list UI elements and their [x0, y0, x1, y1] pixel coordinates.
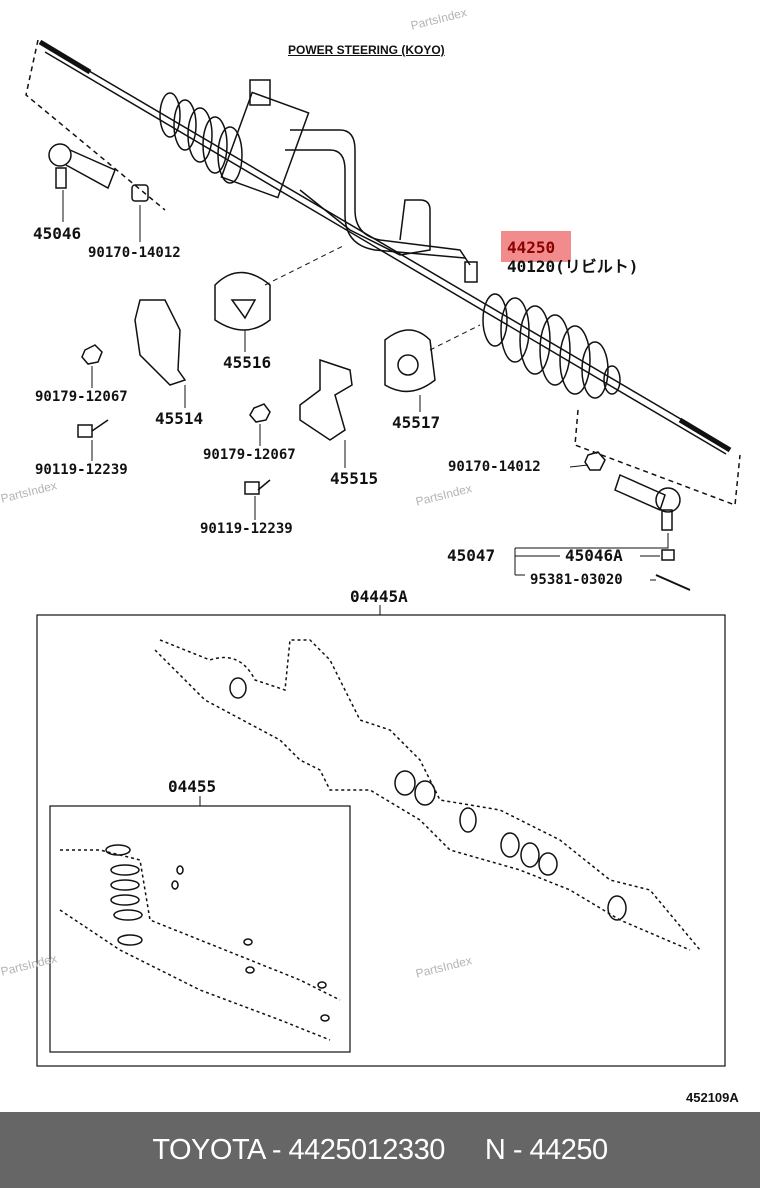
footer-ref: N - 44250 [484, 1133, 608, 1166]
part-label-90179-12067[interactable]: 90179-12067 [203, 447, 296, 463]
part-label-40120[interactable]: 40120(リビルト) [507, 257, 639, 276]
part-label-90170-14012[interactable]: 90170-14012 [88, 245, 181, 261]
part-label-90119-12239[interactable]: 90119-12239 [200, 521, 293, 537]
footer-part-number: TOYOTA - 4425012330 [152, 1133, 445, 1166]
pinion-housing [220, 79, 478, 283]
footer-bar: TOYOTA - 4425012330 N - 44250 [0, 1112, 760, 1188]
part-label-45517[interactable]: 45517 [392, 413, 441, 432]
seals-and-rings [105, 677, 627, 1022]
part-label-90119-12239[interactable]: 90119-12239 [35, 462, 128, 478]
bolts-nuts [77, 344, 606, 520]
part-label-45046A[interactable]: 45046A [565, 546, 623, 565]
steering-rack [38, 39, 732, 455]
bushing-45517 [384, 329, 436, 412]
left-dashed-box [25, 39, 166, 211]
highlight-44250 [501, 231, 571, 262]
kit-box-04455 [49, 805, 351, 1053]
bracket-45515 [299, 358, 353, 468]
part-label-45047[interactable]: 45047 [447, 546, 496, 565]
part-label-45514[interactable]: 45514 [155, 409, 204, 428]
diagram-title: POWER STEERING (KOYO) [288, 43, 445, 57]
part-label-90170-14012[interactable]: 90170-14012 [448, 459, 541, 475]
tie-rod-end-left [48, 143, 149, 242]
drawing-code: 452109A [686, 1090, 739, 1105]
left-boot [159, 92, 243, 184]
parts-diagram [25, 39, 741, 1067]
bracket-45514 [134, 299, 187, 408]
part-label-95381-03020[interactable]: 95381-03020 [530, 572, 623, 588]
kit-box-04445A [36, 614, 726, 1067]
bushing-45516 [214, 271, 271, 352]
part-label-45515[interactable]: 45515 [330, 469, 379, 488]
part-label-45046[interactable]: 45046 [33, 224, 82, 243]
right-boot [482, 293, 621, 399]
part-label-44250[interactable]: 44250 [507, 238, 556, 257]
part-label-90179-12067[interactable]: 90179-12067 [35, 389, 128, 405]
part-label-04445A[interactable]: 04445A [350, 587, 408, 606]
right-dashed-box [574, 409, 741, 507]
rack-outline-dashed [59, 639, 701, 1041]
tie-rod-end-right [514, 473, 691, 591]
part-label-04455[interactable]: 04455 [168, 777, 217, 796]
part-label-45516[interactable]: 45516 [223, 353, 272, 372]
